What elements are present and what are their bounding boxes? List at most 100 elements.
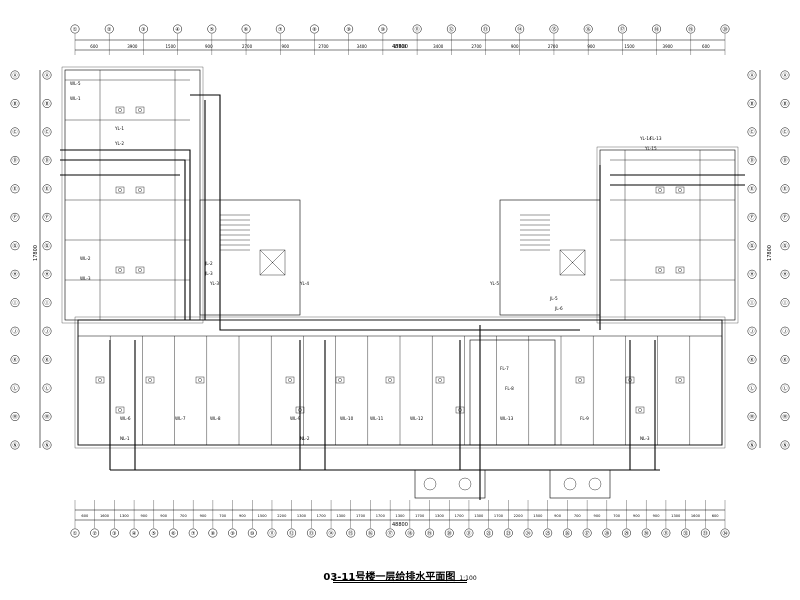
- axis-bottom-26-label: ㉖: [565, 530, 570, 537]
- axis-right-inner-10-circle: [747, 326, 757, 336]
- dim-bottom-19: 1300: [435, 514, 445, 518]
- axis-right-inner-14-label: Ⓝ: [749, 442, 754, 449]
- axis-left-1-label: Ⓐ: [12, 72, 17, 79]
- fixture-drain-6: [138, 268, 142, 272]
- axis-left-inner-6-circle: [42, 212, 52, 222]
- planter-4: [588, 477, 602, 491]
- axis-right-inner-10-label: Ⓙ: [749, 328, 754, 335]
- axis-bottom-3-circle: [109, 528, 119, 538]
- axis-top-17-circle: [617, 24, 627, 34]
- dim-top-9: 17800: [394, 44, 407, 49]
- pipe-label-18: YL-14: [639, 136, 652, 141]
- axis-bottom-31-circle: [661, 528, 671, 538]
- axis-right-9-circle: [780, 298, 790, 308]
- axis-right-14-label: Ⓝ: [782, 442, 787, 449]
- axis-top-6-label: ⑥: [244, 27, 249, 33]
- dim-bottom-13: 1700: [317, 514, 327, 518]
- axis-right-11-label: Ⓚ: [782, 356, 787, 363]
- fixture-drain-17: [438, 378, 442, 382]
- axis-right-5-circle: [780, 184, 790, 194]
- drawing-title: 03-11号楼一层给排水平面图: [323, 572, 456, 583]
- overall-dimension-bottom: 48800: [392, 522, 408, 528]
- axis-top-7-circle: [275, 24, 285, 34]
- axis-top-9-circle: [344, 24, 354, 34]
- axis-right-inner-9-circle: [747, 298, 757, 308]
- axis-right-4-label: Ⓓ: [782, 157, 787, 164]
- entrance-left: [414, 469, 486, 499]
- axis-right-inner-6-circle: [747, 212, 757, 222]
- axis-left-8-label: Ⓗ: [12, 271, 17, 278]
- axis-bottom-28-label: ㉘: [604, 530, 609, 537]
- fixture-box-4: [135, 186, 145, 194]
- pipe-label-10: WL-6: [120, 416, 131, 421]
- axis-right-12-circle: [780, 383, 790, 393]
- axis-top-1-circle: [70, 24, 80, 34]
- axis-top-18-circle: [652, 24, 662, 34]
- dim-top-13: 2700: [548, 44, 559, 49]
- axis-right-inner-4-label: Ⓓ: [749, 157, 754, 164]
- dim-bottom-25: 900: [554, 514, 562, 518]
- axis-bottom-23-circle: [503, 528, 513, 538]
- axis-right-8-circle: [780, 269, 790, 279]
- axis-bottom-24-label: ㉔: [526, 530, 531, 537]
- axis-top-5-label: ⑤: [210, 27, 214, 33]
- dim-top-10: 3400: [433, 44, 444, 49]
- axis-bottom-4-label: ④: [132, 531, 137, 537]
- axis-left-inner-7-label: Ⓖ: [44, 243, 49, 250]
- pipe-label-30: NL-3: [640, 436, 650, 441]
- left-core-outline: [199, 199, 301, 316]
- pipe-label-17: WL-13: [500, 416, 514, 421]
- axis-left-inner-10-circle: [42, 326, 52, 336]
- axis-left-3-label: Ⓒ: [12, 129, 17, 136]
- dim-bottom-29: 900: [633, 514, 641, 518]
- axis-left-inner-4-label: Ⓓ: [44, 157, 49, 164]
- pipe-label-23: FL-8: [505, 386, 514, 391]
- dim-top-14: 900: [587, 44, 595, 49]
- planter-3: [563, 477, 577, 491]
- axis-left-inner-5-label: Ⓔ: [44, 186, 49, 193]
- fixture-drain-18: [578, 378, 582, 382]
- axis-left-3-circle: [10, 127, 20, 137]
- axis-top-20-circle: [720, 24, 730, 34]
- pipe-label-12: WL-8: [210, 416, 221, 421]
- axis-bottom-10-label: ⑩: [250, 531, 255, 537]
- axis-right-inner-12-circle: [747, 383, 757, 393]
- axis-left-7-label: Ⓖ: [12, 243, 17, 250]
- dim-bottom-12: 1300: [297, 514, 307, 518]
- dim-top-16: 3900: [663, 44, 674, 49]
- right-wing-outline-outer: [596, 146, 739, 324]
- pipe-run-1: [60, 149, 191, 320]
- axis-left-inner-11-label: Ⓚ: [44, 356, 49, 363]
- axis-right-14-circle: [780, 440, 790, 450]
- axis-bottom-8-label: ⑧: [211, 531, 216, 537]
- axis-bottom-16-label: ⑯: [368, 530, 373, 537]
- pipe-label-25: FL-13: [650, 136, 662, 141]
- fixture-drain-15: [338, 378, 342, 382]
- fixture-box-14: [285, 376, 295, 384]
- fixture-drain-13: [198, 378, 202, 382]
- dim-bottom-15: 1700: [356, 514, 366, 518]
- pipe-label-8: YL-4: [299, 281, 309, 286]
- axis-top-9-label: ⑨: [346, 27, 350, 33]
- axis-left-6-circle: [10, 212, 20, 222]
- fixture-box-11: [95, 376, 105, 384]
- axis-top-12-label: ⑫: [449, 26, 454, 33]
- elevator-x2-0: [259, 249, 286, 276]
- axis-bottom-6-label: ⑥: [171, 531, 176, 537]
- axis-bottom-5-circle: [149, 528, 159, 538]
- axis-bottom-22-label: ㉒: [486, 530, 491, 537]
- fixture-drain-11: [98, 378, 102, 382]
- axis-bottom-26-circle: [562, 528, 572, 538]
- pipe-label-3: YL-1: [114, 126, 124, 131]
- axis-bottom-23-label: ㉓: [506, 530, 511, 537]
- dim-top-15: 1500: [624, 44, 635, 49]
- axis-top-12-circle: [446, 24, 456, 34]
- axis-bottom-34-label: ㉞: [722, 530, 727, 537]
- axis-right-13-label: Ⓜ: [782, 413, 787, 420]
- dim-bottom-18: 1700: [415, 514, 425, 518]
- pipe-label-7: YL-3: [209, 281, 219, 286]
- axis-left-9-label: Ⓘ: [12, 299, 17, 306]
- dim-bottom-27: 900: [594, 514, 602, 518]
